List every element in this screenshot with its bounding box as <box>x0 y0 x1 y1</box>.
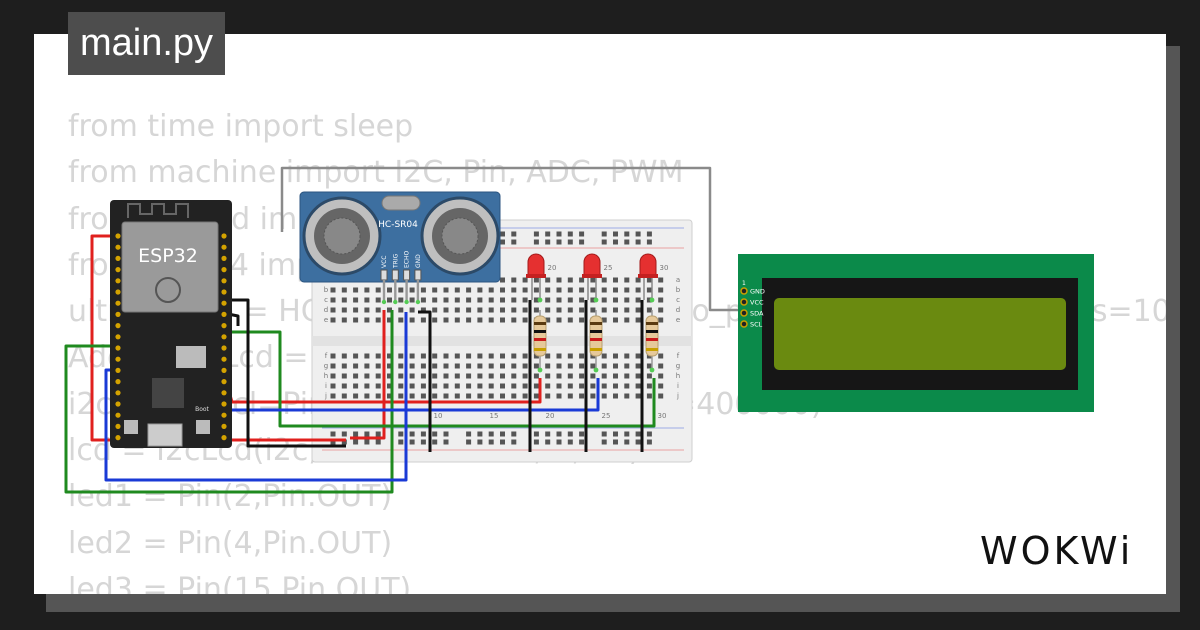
svg-text:b: b <box>324 286 329 294</box>
lcd-display[interactable]: 1 GND VCC SDA SCL <box>738 254 1094 412</box>
svg-text:j: j <box>324 392 327 400</box>
esp32-pins-left <box>115 233 121 441</box>
leds <box>526 253 659 373</box>
svg-text:g: g <box>676 362 680 370</box>
wire-blue-echo <box>104 312 408 482</box>
svg-text:f: f <box>677 352 680 360</box>
esp32-pins-right <box>221 233 227 441</box>
lcd-pin-label: VCC <box>750 299 764 307</box>
code-line: led2 = Pin(4,Pin.OUT) <box>68 525 393 561</box>
wires <box>64 166 744 494</box>
usb-port <box>147 423 183 447</box>
svg-text:15: 15 <box>490 412 499 420</box>
code-line: from machine import I2C, Pin, ADC, PWM <box>68 155 684 191</box>
lcd-pin-label: SCL <box>750 321 763 329</box>
code-line: led3 = Pin(15,Pin.OUT) <box>68 571 412 594</box>
svg-text:20: 20 <box>546 412 555 420</box>
wire-green-led3 <box>228 330 656 428</box>
svg-text:30: 30 <box>660 264 669 272</box>
sensor-label: HC-SR04 <box>378 220 418 230</box>
led-assembly <box>582 253 603 373</box>
svg-text:h: h <box>676 372 680 380</box>
wire-black-gnd <box>228 298 346 448</box>
led-assembly <box>638 253 659 373</box>
wire-blue-led2 <box>228 378 600 412</box>
svg-text:30: 30 <box>658 412 667 420</box>
ultrasonic-sensor[interactable]: HC-SR04 VCC TRIG ECHO GND <box>299 191 501 305</box>
svg-text:f: f <box>325 352 328 360</box>
svg-text:j: j <box>676 392 679 400</box>
svg-text:g: g <box>324 362 328 370</box>
svg-text:c: c <box>676 296 680 304</box>
svg-text:a: a <box>676 276 680 284</box>
code-line: from time import sleep <box>68 109 414 144</box>
svg-text:c: c <box>324 296 328 304</box>
sensor-pin-label: VCC <box>381 256 388 268</box>
sensor-pin-label: ECHO <box>404 251 411 268</box>
wire-red-sensor-vcc <box>350 310 386 440</box>
lcd-pin-label: SDA <box>750 310 764 318</box>
file-tab[interactable]: main.py <box>68 12 226 75</box>
svg-text:10: 10 <box>434 412 443 420</box>
svg-text:20: 20 <box>548 264 557 272</box>
svg-text:i: i <box>677 382 679 390</box>
svg-text:d: d <box>324 306 328 314</box>
led-assembly <box>526 253 547 373</box>
lcd-pin-label: GND <box>750 288 765 296</box>
esp32-label: ESP32 <box>138 245 198 267</box>
code-line: led1 = Pin(2,Pin.OUT) <box>68 479 393 515</box>
sensor-pin-label: TRIG <box>392 253 399 269</box>
boot-label: Boot <box>195 406 209 413</box>
svg-text:e: e <box>324 316 328 324</box>
lcd-pin-index: 1 <box>742 280 746 287</box>
sensor-pin-label: GND <box>415 254 422 268</box>
wire-green-trig <box>64 310 394 494</box>
svg-text:i: i <box>325 382 327 390</box>
svg-text:h: h <box>324 372 328 380</box>
esp32-board[interactable]: ESP32 Boot <box>110 200 232 448</box>
svg-text:b: b <box>676 286 681 294</box>
svg-text:25: 25 <box>604 264 613 272</box>
svg-text:WOKWi: WOKWi <box>980 529 1133 573</box>
svg-text:25: 25 <box>602 412 611 420</box>
wire-gray-lcd <box>280 166 744 312</box>
wokwi-logo: WOKWi <box>980 529 1133 573</box>
svg-text:d: d <box>676 306 680 314</box>
wire-black-sensor-gnd <box>418 310 432 452</box>
svg-text:e: e <box>676 316 680 324</box>
